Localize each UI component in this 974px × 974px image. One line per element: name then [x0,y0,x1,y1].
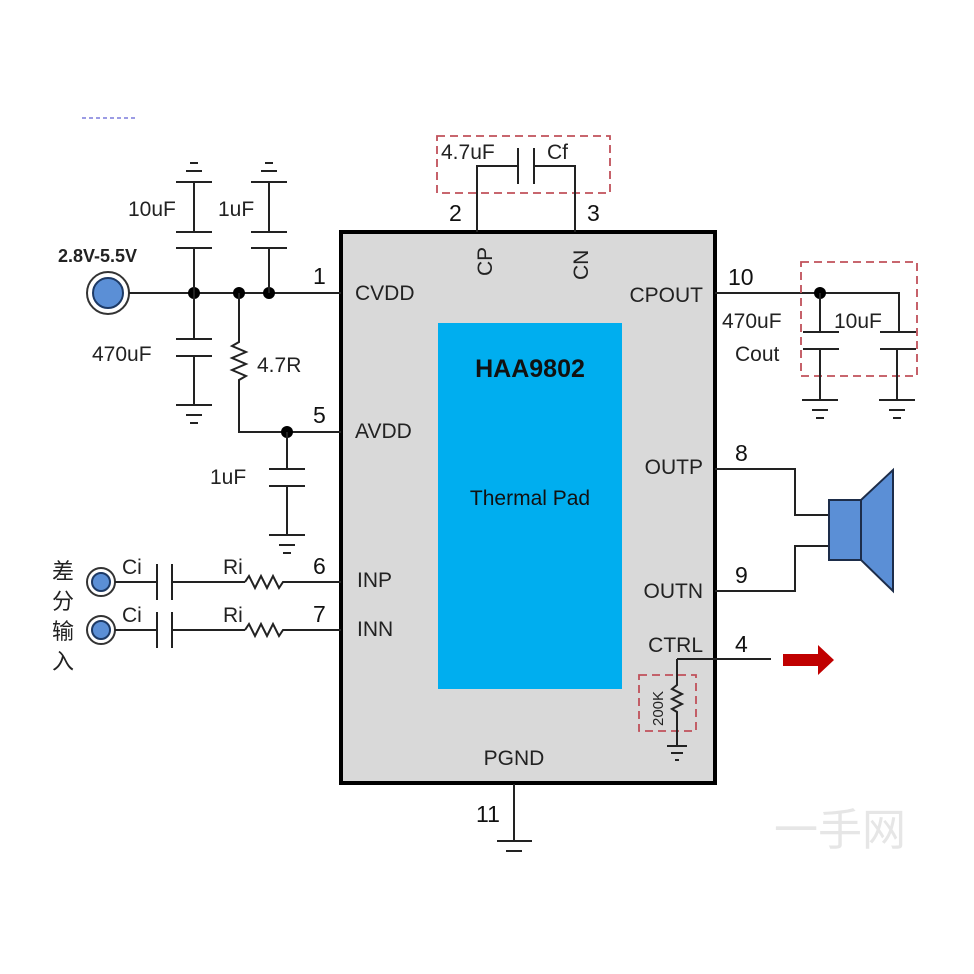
pin-name-cvdd: CVDD [355,282,415,305]
chip-part-number: HAA9802 [475,355,585,383]
pin-number-7: 7 [313,601,326,627]
watermark: 一手网 [774,805,906,856]
pin-name-cn: CN [570,250,593,280]
ri-label-1: Ri [223,556,243,579]
pin-number-6: 6 [313,553,326,579]
speaker-icon [828,467,894,594]
capacitor-1uf-avdd [269,432,305,554]
ci-label-2: Ci [122,604,142,627]
outn-wire [715,545,829,592]
supply-voltage-label: 2.8V-5.5V [58,246,137,266]
capacitor-cout-470uf [802,293,839,419]
pin-name-outn: OUTN [644,580,704,603]
pin-name-inn: INN [357,618,393,641]
capacitor-10uf-output [879,293,916,419]
pin-name-avdd: AVDD [355,420,412,443]
pin-number-2: 2 [449,200,462,226]
cout-dashed-box [800,261,918,377]
pin-number-4: 4 [735,631,748,657]
capacitor-470uf-input [176,293,212,424]
pin-name-inp: INP [357,569,392,592]
input-connector-negative [86,615,116,645]
input-path-inn [115,612,341,648]
ci-label-1: Ci [122,556,142,579]
capacitor-10uf-input [176,162,212,293]
diff-input-char-1: 差 [52,560,74,585]
pin-number-1: 1 [313,263,326,289]
resistor-4-7r-label: 4.7R [257,354,301,377]
pin-number-9: 9 [735,562,748,588]
cap-10uf-label: 10uF [128,198,176,221]
pin-name-pgnd: PGND [484,747,545,770]
cout-name-label: Cout [735,343,780,366]
cf-name-label: Cf [547,141,568,164]
cf-value-label: 4.7uF [441,141,495,164]
capacitor-1uf-input [251,162,287,293]
pin-name-cp: CP [474,247,497,276]
diff-input-char-3: 输 [52,620,74,645]
cap-10uf-output-label: 10uF [834,310,882,333]
cout-value-label: 470uF [722,310,782,333]
thermal-pad [438,323,622,689]
resistor-200k [667,659,687,761]
ctrl-dashed-box [638,674,697,732]
pin-number-10: 10 [728,264,754,290]
input-path-inp [115,564,341,600]
pin-number-8: 8 [735,440,748,466]
outp-wire [715,468,829,516]
pin-number-11: 11 [476,801,500,827]
ic-chip: HAA9802 Thermal Pad [339,230,717,785]
pin-name-ctrl: CTRL [648,634,703,657]
pin-name-cpout: CPOUT [630,284,704,307]
capacitor-cf [476,148,576,232]
resistor-4-7r [229,293,341,433]
diff-input-char-2: 分 [52,590,74,615]
cap-1uf-label: 1uF [218,198,254,221]
diff-input-char-4: 入 [52,650,74,675]
cap-1uf-avdd-label: 1uF [210,466,246,489]
supply-connector [86,271,130,315]
resistor-200k-label: 200K [650,691,667,726]
pin-name-outp: OUTP [645,456,703,479]
ri-label-2: Ri [223,604,243,627]
arrow-right-icon [783,645,834,675]
pgnd-ground [497,784,532,852]
thermal-pad-label: Thermal Pad [470,487,590,510]
pin-number-5: 5 [313,402,326,428]
pin-number-3: 3 [587,200,600,226]
input-connector-positive [86,567,116,597]
cf-dashed-box [436,135,611,194]
cap-470uf-label: 470uF [92,343,152,366]
